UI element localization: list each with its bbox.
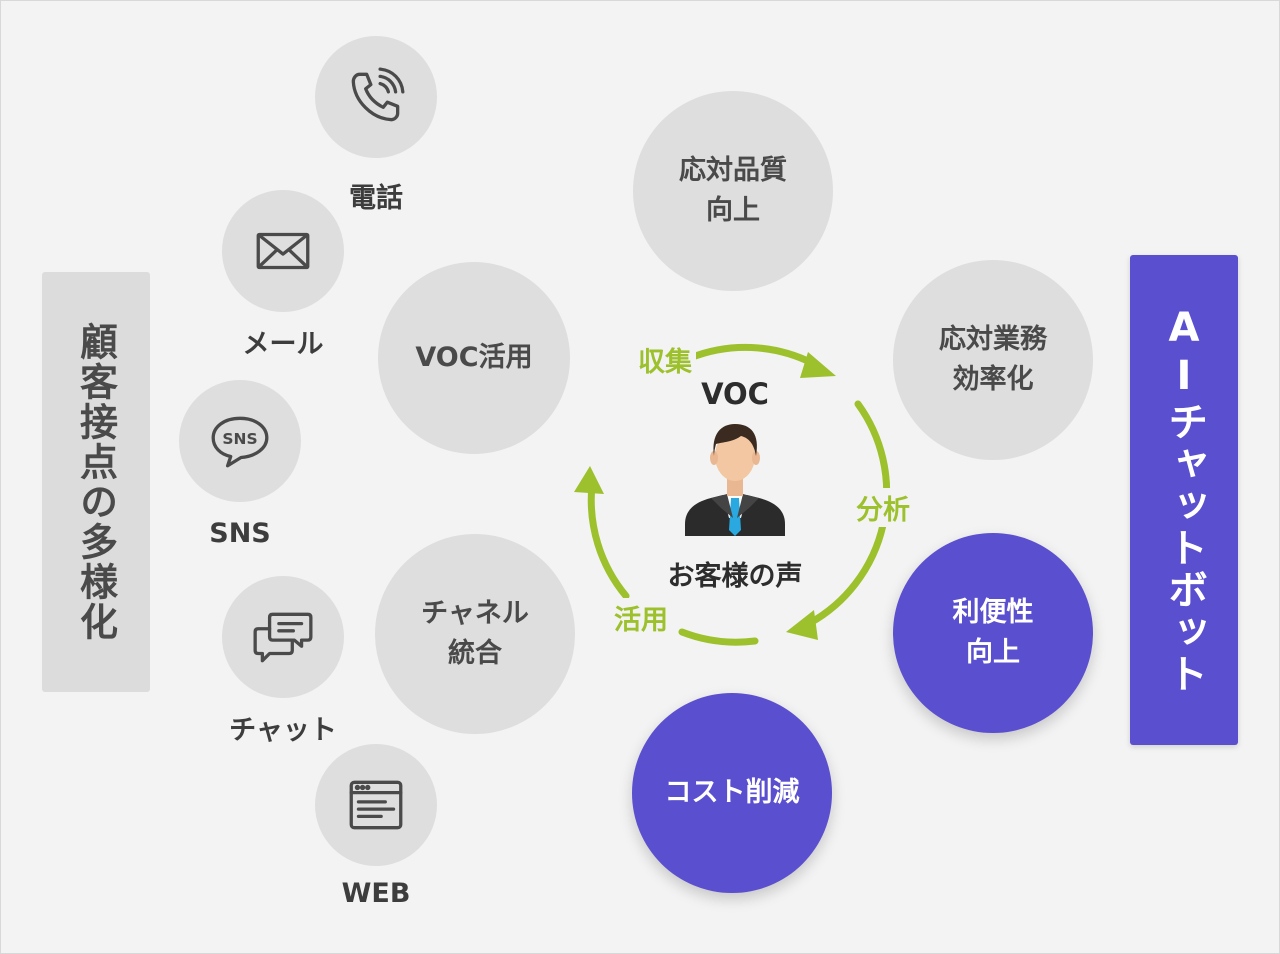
analyze-arrowhead	[786, 610, 818, 640]
convenience-label: 利便性 向上	[952, 596, 1034, 669]
mail-channel-circle	[222, 190, 344, 312]
browser-window-icon	[349, 780, 403, 830]
phone-icon	[351, 67, 405, 122]
sns-channel-label: SNS	[209, 518, 271, 549]
use-arrow	[678, 628, 759, 646]
collect-label: 収集	[634, 340, 696, 379]
sns-speech-bubble-icon: SNS	[211, 416, 269, 468]
businessman-avatar-icon	[685, 424, 785, 536]
cost-reduction-circle: コスト削減	[632, 693, 832, 893]
voc-center-caption: お客様の声	[667, 561, 803, 592]
return-arrowhead	[574, 466, 604, 494]
cost-reduction-label: コスト削減	[664, 776, 800, 808]
envelope-icon	[256, 232, 310, 270]
left-panel-label: 顧客接点の多様化	[73, 322, 118, 642]
quality-circle: 応対品質 向上	[633, 91, 833, 291]
phone-channel-label: 電話	[349, 183, 403, 214]
mail-channel-label: メール	[242, 329, 324, 360]
chat-channel-label: チャット	[229, 715, 337, 746]
phone-channel-circle	[315, 36, 437, 158]
web-channel-label: WEB	[341, 878, 411, 909]
chat-bubbles-icon	[253, 612, 313, 663]
sns-channel-circle: SNS	[179, 380, 301, 502]
right-panel: AIチャットボット	[1130, 255, 1238, 745]
quality-label: 応対品質 向上	[679, 154, 787, 227]
voc-use-label: VOC活用	[415, 341, 533, 373]
right-panel-label: AIチャットボット	[1161, 305, 1207, 695]
web-channel-circle	[315, 744, 437, 866]
chat-channel-circle	[222, 576, 344, 698]
collect-arrow	[686, 343, 816, 367]
efficiency-label: 応対業務 効率化	[939, 323, 1047, 396]
convenience-circle: 利便性 向上	[893, 533, 1093, 733]
svg-text:SNS: SNS	[222, 430, 257, 448]
voc-use-circle: VOC活用	[378, 262, 570, 454]
collect-arrowhead	[800, 352, 836, 378]
voc-center-title: VOC	[701, 377, 769, 411]
use-label: 活用	[610, 598, 672, 637]
analyze-label: 分析	[852, 488, 914, 527]
channel-integration-label: チャネル 統合	[421, 597, 529, 670]
return-arrow	[587, 481, 630, 600]
left-panel: 顧客接点の多様化	[42, 272, 150, 692]
channel-integration-circle: チャネル 統合	[375, 534, 575, 734]
efficiency-circle: 応対業務 効率化	[893, 260, 1093, 460]
